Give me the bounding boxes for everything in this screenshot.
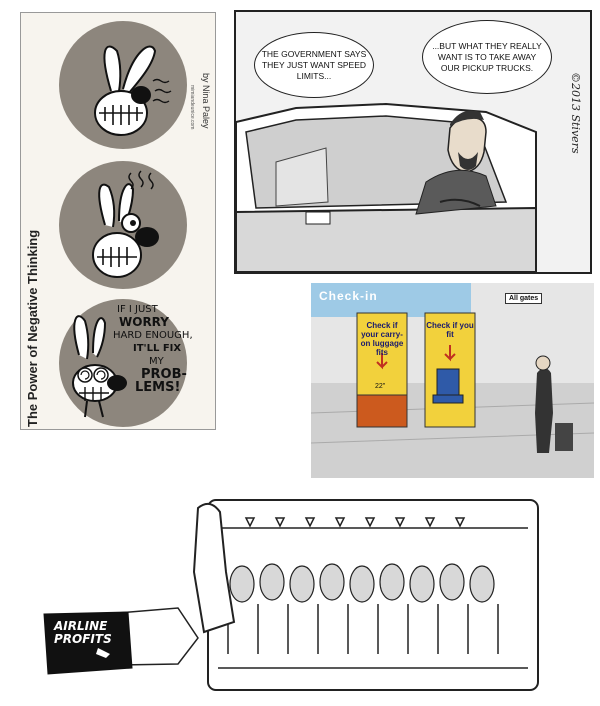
airport-checkin-drawing [311,283,594,478]
speech-line: WORRY [119,315,169,329]
paley-strip-title: The Power of Negative Thinking [25,229,40,427]
paley-panel-3-speech: IF I JUST WORRY HARD ENOUGH, IT'LL FIX M… [105,303,215,394]
speech-line: IF I JUST [117,304,158,315]
check-in-sign: Check-in [319,289,378,303]
sleeve-line: AIRLINE [54,619,108,633]
speech-line: PROB- [141,367,187,382]
paley-panel-1 [59,21,187,149]
speech-line: LEMS! [135,380,181,395]
speech-line: MY [149,356,164,367]
check-in-comic-panel: Check-in All gates Check if your carry-o… [311,283,594,478]
stivers-signature: ©2013 Stivers [569,72,582,154]
stivers-comic-panel: THE GOVERNMENT SAYS THEY JUST WANT SPEED… [234,10,592,274]
speech-line: IT'LL FIX [133,343,182,354]
worried-rabbit-3-drawing [72,315,127,418]
speech-line: HARD ENOUGH, [113,330,193,341]
gates-sign: All gates [505,293,543,304]
paley-url: mimiandeunice.com [189,85,195,130]
passenger-sizer-label: Check if you fit [426,321,474,339]
worried-rabbit-1-drawing [94,45,172,136]
luggage-dimension-label: 22" [375,383,386,390]
airline-profits-comic: AIRLINE PROFITS [28,488,583,700]
paley-panel-2 [59,161,187,289]
paley-byline: by Nina Paley [201,73,211,129]
airline-cabin-drawing [43,499,539,691]
paley-comic-strip: The Power of Negative Thinking by Nina P… [20,12,216,430]
airline-profits-sleeve-label: AIRLINE PROFITS [54,620,112,646]
paley-panel-3 [59,299,187,427]
speech-bubble-left: THE GOVERNMENT SAYS THEY JUST WANT SPEED… [254,32,374,98]
sleeve-line: PROFITS [54,632,112,646]
worried-rabbit-2-drawing [92,170,159,278]
speech-bubble-right: ...BUT WHAT THEY REALLY WANT IS TO TAKE … [422,20,552,94]
luggage-sizer-label: Check if your carry-on luggage fits [360,321,404,357]
